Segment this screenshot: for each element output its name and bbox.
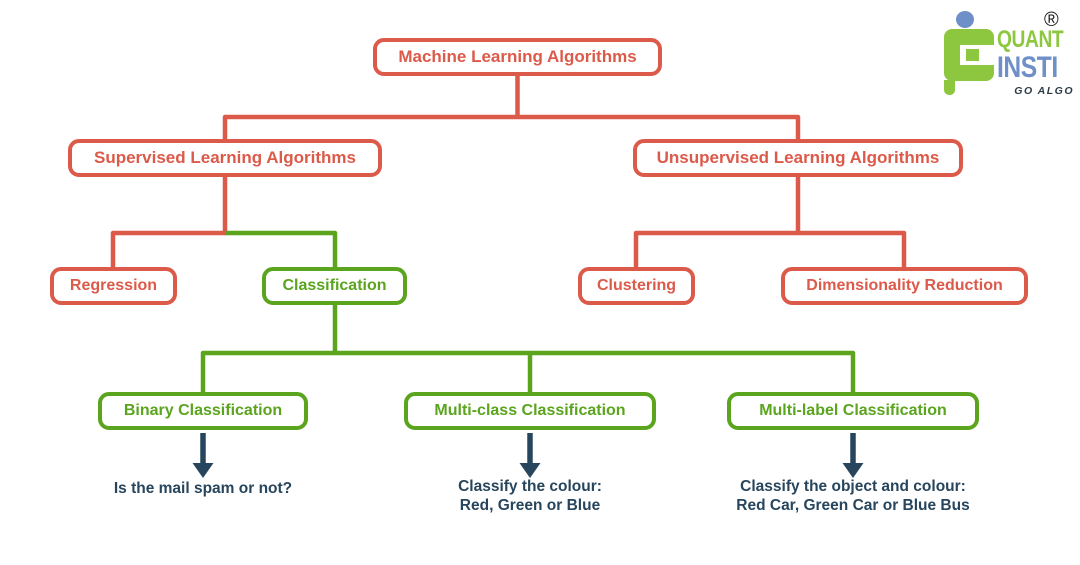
arrow-multiclass-head (519, 463, 541, 478)
edge-unsupervised-children (633, 230, 907, 269)
edge-supervised-regression (110, 230, 227, 269)
node-multi-label-classification: Multi-label Classification (727, 392, 979, 430)
edge-supervised-classification (225, 230, 338, 269)
example-line: Is the mail spam or not? (113, 480, 293, 497)
logo-text-quant: QUANT (997, 26, 1064, 53)
logo-glyph-inner-block (966, 49, 979, 61)
example-multi-class-classification: Classify the colour: Red, Green or Blue (390, 477, 670, 515)
example-line: Classify the colour: (458, 478, 602, 495)
node-multi-class-classification: Multi-class Classification (404, 392, 656, 430)
node-classification: Classification (262, 267, 407, 305)
node-machine-learning-algorithms: Machine Learning Algorithms (373, 38, 662, 76)
example-line: Red Car, Green Car or Blue Bus (736, 497, 970, 514)
node-clustering: Clustering (578, 267, 695, 305)
logo-glyph-tail (944, 80, 955, 95)
logo-text-insti: INSTI (997, 51, 1058, 84)
arrow-multilabel-head (842, 463, 864, 478)
node-supervised-learning: Supervised Learning Algorithms (68, 139, 382, 177)
node-regression: Regression (50, 267, 177, 305)
example-line: Red, Green or Blue (459, 497, 601, 514)
quantinsti-logo: QUANT INSTI GO ALGO ® (938, 8, 1080, 102)
logo-dot-icon (956, 11, 974, 28)
node-unsupervised-learning: Unsupervised Learning Algorithms (633, 139, 963, 177)
node-dimensionality-reduction: Dimensionality Reduction (781, 267, 1028, 305)
example-line: Classify the object and colour: (740, 478, 966, 495)
logo-tagline: GO ALGO (1014, 85, 1074, 97)
example-multi-label-classification: Classify the object and colour: Red Car,… (693, 477, 1013, 515)
example-binary-classification: Is the mail spam or not? (63, 479, 343, 498)
arrow-binary-head (192, 463, 214, 478)
edge-root-children (222, 114, 801, 142)
registered-trademark-icon: ® (1044, 9, 1059, 31)
node-binary-classification: Binary Classification (98, 392, 308, 430)
